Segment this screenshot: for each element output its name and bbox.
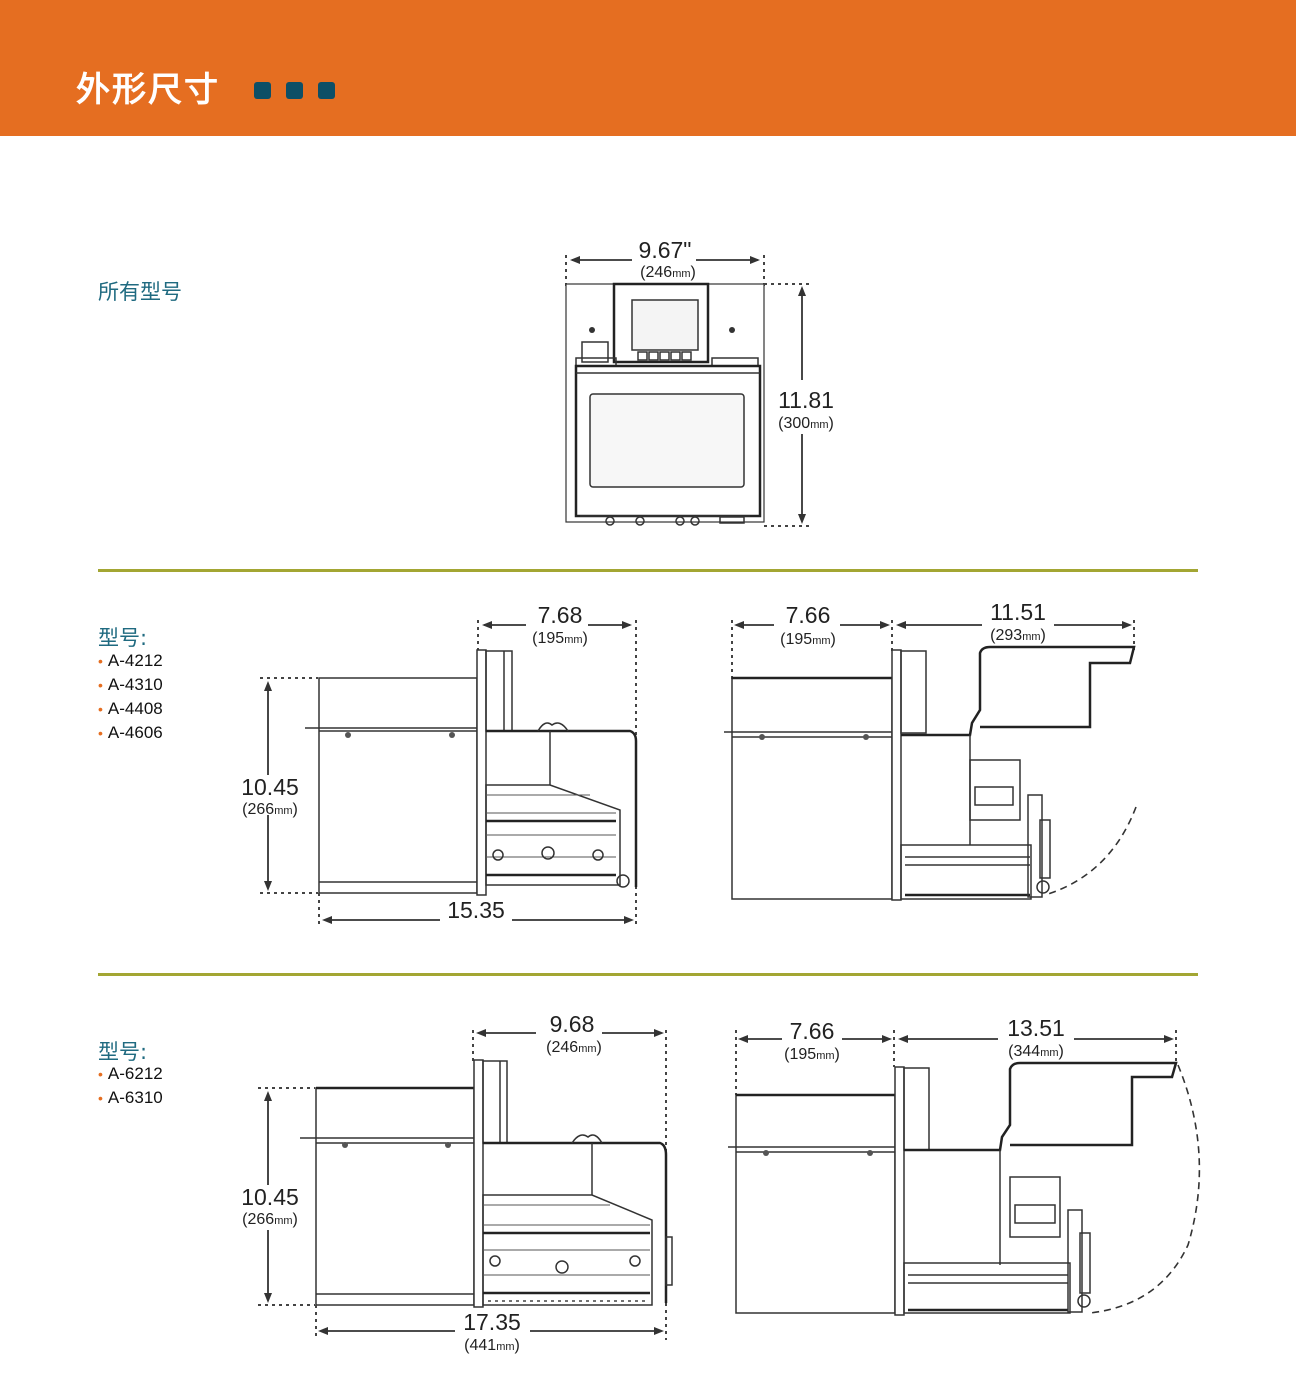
left-dim-inches: 7.66	[790, 1018, 835, 1044]
length-dim-inches: 17.35	[463, 1309, 521, 1335]
section-label-models-4xxx: 型号:	[98, 626, 148, 650]
front-width-inches: 9.67"	[639, 237, 692, 263]
side-view-open-4xxx: 7.66 (195mm) 11.51 (293mm)	[724, 599, 1137, 901]
length-dim-inches: 15.35	[447, 897, 505, 923]
height-dim-inches: 10.45	[241, 774, 299, 800]
length-dim-mm: (441mm)	[464, 1337, 520, 1354]
height-dim-mm: (266mm)	[242, 1211, 298, 1228]
top-dim-inches: 7.68	[538, 602, 583, 628]
height-dim-inches: 10.45	[241, 1184, 299, 1210]
height-dim-mm: (266mm)	[242, 801, 298, 818]
model-item: •A-4310	[98, 675, 163, 694]
top-dim-inches: 9.68	[550, 1011, 595, 1037]
front-width-mm: (246mm)	[640, 264, 696, 281]
section-label-all-models: 所有型号	[98, 280, 182, 304]
top-dim-mm: (195mm)	[532, 630, 588, 647]
page-header: 外形尺寸	[0, 0, 1296, 136]
left-dim-inches: 7.66	[786, 602, 831, 628]
section-divider	[98, 569, 1198, 572]
model-item: •A-4408	[98, 699, 163, 718]
page-title: 外形尺寸	[76, 70, 220, 110]
front-height-inches: 11.81	[778, 387, 834, 413]
decorative-dot	[286, 82, 303, 99]
model-item: •A-6310	[98, 1088, 163, 1107]
right-dim-inches: 11.51	[990, 599, 1046, 625]
section-divider	[98, 973, 1198, 976]
section-label-models-6xxx: 型号:	[98, 1040, 148, 1064]
side-view-closed-6xxx: 9.68 (246mm) 10.45 (266mm) 17.35 (441mm)	[241, 1011, 673, 1354]
side-view-closed-4xxx: 7.68 (195mm) 10.45 (266mm) 15.35	[241, 602, 638, 925]
front-height-mm: (300mm)	[778, 415, 834, 432]
left-dim-mm: (195mm)	[784, 1046, 840, 1063]
top-dim-mm: (246mm)	[546, 1039, 602, 1056]
decorative-dot	[318, 82, 335, 99]
side-view-open-6xxx: 7.66 (195mm) 13.51 (344mm)	[728, 1015, 1201, 1316]
keypad	[637, 351, 692, 361]
model-list-6xxx: •A-6212 •A-6310	[98, 1062, 163, 1110]
model-item: •A-4606	[98, 723, 163, 742]
front-view-diagram: 9.67" (246mm) 11.81 (300mm)	[565, 237, 834, 527]
right-dim-inches: 13.51	[1007, 1015, 1065, 1041]
right-dim-mm: (293mm)	[990, 627, 1046, 644]
model-item: •A-6212	[98, 1064, 163, 1083]
model-list-4xxx: •A-4212 •A-4310 •A-4408 •A-4606	[98, 649, 163, 745]
left-dim-mm: (195mm)	[780, 631, 836, 648]
right-dim-mm: (344mm)	[1008, 1043, 1064, 1060]
decorative-dot	[254, 82, 271, 99]
model-item: •A-4212	[98, 651, 163, 670]
